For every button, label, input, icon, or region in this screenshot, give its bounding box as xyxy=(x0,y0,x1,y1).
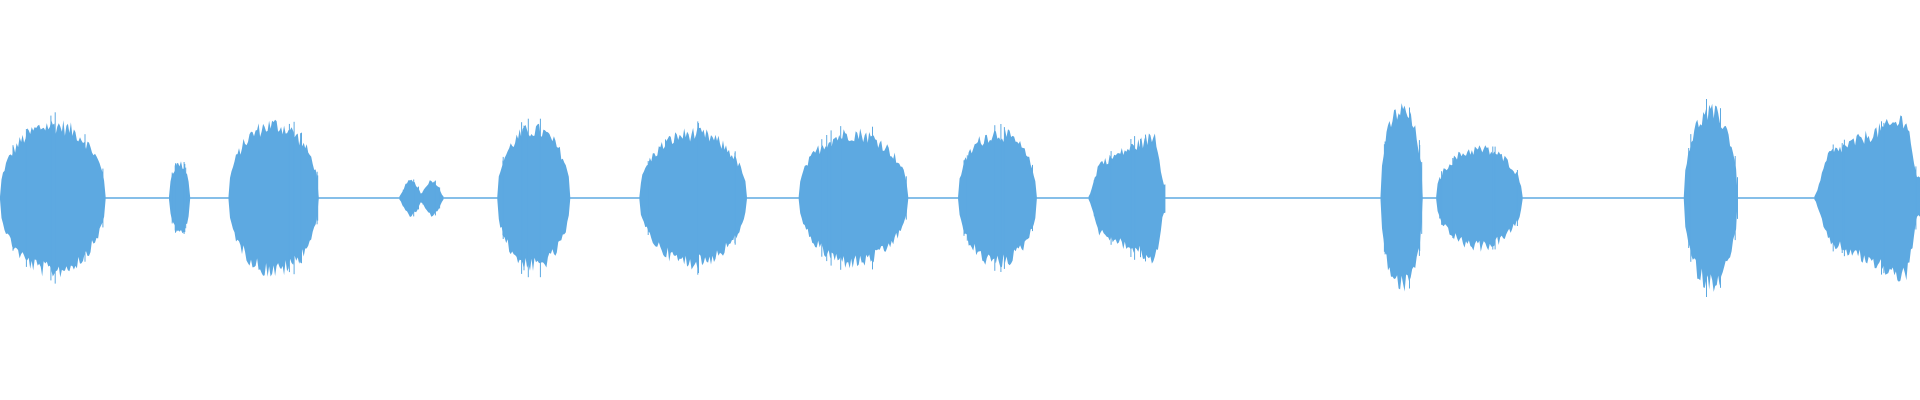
waveform-spike xyxy=(830,130,832,266)
waveform-spike xyxy=(301,132,302,264)
waveform-spike xyxy=(1130,139,1132,257)
waveform-spike xyxy=(1093,179,1095,217)
waveform-spike xyxy=(184,163,186,233)
waveform-spike xyxy=(527,118,529,278)
waveform-spike xyxy=(1000,124,1002,272)
waveform-burst-11 xyxy=(1436,145,1523,252)
waveform-spike xyxy=(1841,143,1843,253)
waveform-spike xyxy=(521,122,523,274)
waveform-spike xyxy=(1134,136,1136,260)
waveform-spike xyxy=(1140,138,1141,258)
waveform-spike xyxy=(734,152,736,244)
waveform-spike xyxy=(185,167,187,229)
waveform-spike xyxy=(1384,141,1386,255)
waveform-spike xyxy=(1706,99,1707,297)
waveform-burst-3 xyxy=(228,119,319,277)
waveform-burst-8 xyxy=(958,129,1037,268)
waveform-spike xyxy=(1832,144,1834,252)
waveform-burst-6 xyxy=(639,126,747,270)
waveform-spike xyxy=(1688,148,1690,248)
waveform-spike xyxy=(25,129,27,267)
waveform-spike xyxy=(1110,151,1112,245)
waveform-spike xyxy=(1516,170,1518,226)
waveform-spike xyxy=(1881,121,1882,275)
waveform-spike xyxy=(826,135,828,262)
waveform-spike xyxy=(1418,140,1420,256)
waveform-spike xyxy=(905,176,907,220)
waveform-burst-5 xyxy=(497,123,571,271)
waveform-spike xyxy=(402,189,404,207)
waveform-spike xyxy=(418,186,419,210)
waveform-spike xyxy=(12,145,14,251)
waveform-spike xyxy=(434,180,436,216)
waveform-burst-4 xyxy=(399,179,444,217)
waveform-spike xyxy=(1383,144,1385,252)
waveform-spike xyxy=(1843,139,1845,257)
waveform-spike xyxy=(422,191,424,205)
waveform-spike xyxy=(1883,122,1885,274)
waveform-spike xyxy=(821,139,823,257)
waveform-shapes xyxy=(0,99,1920,297)
waveform-burst-12 xyxy=(1683,103,1738,292)
waveform-spike xyxy=(84,134,86,262)
waveform-spike xyxy=(1737,177,1738,219)
waveform-spike xyxy=(523,125,525,271)
waveform-spike xyxy=(1690,134,1692,262)
waveform-spike xyxy=(966,155,968,241)
waveform-spike xyxy=(1452,158,1454,238)
waveform-spike xyxy=(647,161,649,235)
waveform-spike xyxy=(1421,162,1423,234)
waveform-spike xyxy=(1032,164,1033,232)
waveform-spike xyxy=(293,121,295,275)
waveform-burst-10 xyxy=(1380,103,1423,292)
waveform-spike xyxy=(50,115,52,281)
waveform-spike xyxy=(1494,146,1496,250)
waveform-spike xyxy=(963,160,965,236)
waveform-spike xyxy=(1915,166,1917,230)
waveform-spike xyxy=(413,179,415,217)
waveform-spike xyxy=(1441,171,1443,225)
waveform-spike xyxy=(174,165,176,231)
waveform-spike xyxy=(665,139,666,257)
waveform-spike xyxy=(300,133,302,263)
waveform-burst-7 xyxy=(798,128,909,269)
waveform-spike xyxy=(102,168,104,228)
waveform-spike xyxy=(1003,127,1005,269)
waveform-spike xyxy=(840,126,842,270)
waveform-spike xyxy=(872,126,873,270)
waveform-spike xyxy=(288,123,290,273)
waveform-spike xyxy=(1145,134,1146,262)
waveform-spike xyxy=(1734,156,1736,241)
waveform-spike xyxy=(1409,107,1410,289)
waveform-burst-1 xyxy=(0,120,106,278)
waveform-spike xyxy=(539,118,541,278)
waveform-spike xyxy=(1439,177,1441,219)
waveform-spike xyxy=(502,156,504,239)
waveform-spike xyxy=(697,121,699,275)
waveform-spike xyxy=(54,112,56,284)
waveform-spike xyxy=(183,162,185,234)
waveform-burst-13 xyxy=(1814,115,1920,282)
waveform-spike xyxy=(317,175,319,221)
waveform-burst-9 xyxy=(1088,133,1166,264)
waveform-spike xyxy=(698,123,699,273)
waveform-spike xyxy=(316,171,318,225)
waveform-spike xyxy=(171,172,173,224)
waveform-spike xyxy=(439,187,441,209)
waveform-spike xyxy=(1492,146,1494,250)
waveform-spike xyxy=(994,125,996,271)
waveform-spike xyxy=(1720,108,1721,288)
